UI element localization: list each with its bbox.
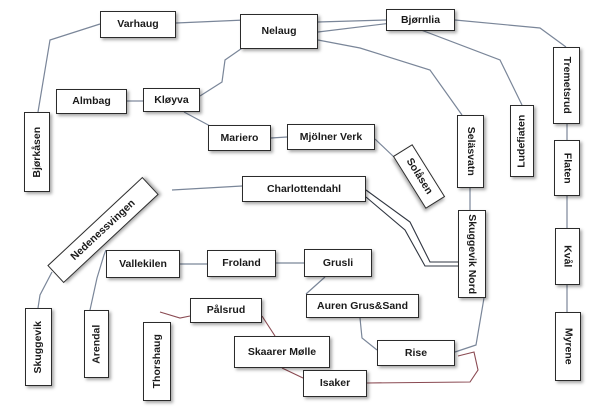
line-mariero-mjolner [270,136,288,139]
line-rise-skuggevik-nord [454,297,485,353]
node-label: Froland [222,257,261,270]
node-label: Kløyva [154,93,189,106]
node-label: Arendal [90,324,103,364]
node-flaten[interactable]: Flaten [554,140,580,196]
line-auren-rise [359,317,378,351]
line-charlottendahl-skuggevik-nord-a [365,189,458,263]
node-kval[interactable]: Kvål [555,228,580,285]
node-label: Seläsvatn [464,126,477,177]
node-myrene[interactable]: Myrene [555,312,581,381]
line-arendal-vallekilen [89,249,107,311]
node-label: Vallekilen [119,257,167,270]
node-label: Bjørkåsen [30,126,43,178]
node-auren-grus-sand[interactable]: Auren Grus&Sand [306,294,419,318]
node-mariero[interactable]: Mariero [208,125,271,151]
node-label: Kvål [561,245,574,268]
node-bjornlia[interactable]: Bjørnlia [386,9,455,31]
line-nelaug-klovya [199,43,249,97]
node-label: Almbag [72,95,111,108]
node-skaarer-molle[interactable]: Skaarer Mølle [234,336,330,368]
node-label: Mariero [220,131,259,144]
line-nelaug-bjornlia [317,19,387,23]
node-label: Skuggevik [32,320,45,374]
node-label: Myrene [562,328,575,365]
node-tremetsrud[interactable]: Tremetsrud [553,47,580,124]
node-label: Isaker [319,377,351,390]
line-isaker-rise-loop [366,351,479,384]
node-vallekilen[interactable]: Vallekilen [106,250,180,278]
node-label: Charlottendahl [266,182,342,195]
node-bjorkasen[interactable]: Bjørkåsen [24,112,50,192]
line-charlottendahl-skuggevik-nord-b [365,196,458,267]
node-label: Pålsrud [206,304,246,317]
line-nedenessvingen-skuggevik [37,271,53,309]
node-ludefiaten[interactable]: Ludefiaten [510,105,534,177]
node-varhaug[interactable]: Varhaug [100,11,176,38]
node-klovya[interactable]: Kløyva [143,88,200,112]
node-charlottendahl[interactable]: Charlottendahl [242,176,366,202]
node-froland[interactable]: Froland [207,250,276,277]
line-varhaug-nelaug [175,19,246,24]
node-skuggevik[interactable]: Skuggevik [25,308,52,386]
node-label: Bjørnlia [400,13,441,26]
line-charlottendahl-nedenessvingen [171,185,243,191]
node-label: Auren Grus&Sand [316,299,408,312]
node-mjolner-verk[interactable]: Mjölner Verk [287,124,375,150]
node-label: Ludefiaten [515,114,528,168]
node-nelaug[interactable]: Nelaug [240,14,318,49]
line-bjornlia-tremetsrud [454,19,567,48]
line-nelaug-ludefiaten [317,21,523,106]
node-label: Varhaug [117,18,159,31]
node-rise[interactable]: Rise [377,340,455,366]
line-skaarer-isaker [281,367,304,379]
line-varhaug-bjorkasen [37,23,101,113]
node-label: Mjölner Verk [299,130,363,143]
node-label: Flaten [561,152,574,184]
node-label: Thorshaug [150,334,163,389]
line-grusli-auren [305,276,326,295]
line-mjolner-solasen [374,138,396,159]
node-isaker[interactable]: Isaker [303,370,367,397]
node-selasvatn[interactable]: Seläsvatn [457,115,484,188]
node-label: Rise [404,346,428,359]
line-nelaug-selasvatn [317,39,463,116]
line-klovya-mariero [183,111,213,128]
node-label: Skuggevik Nord [466,214,479,294]
node-palsrud[interactable]: Pålsrud [190,298,262,323]
node-label: Grusli [322,256,354,269]
node-skuggevik-nord[interactable]: Skuggevik Nord [458,210,486,298]
node-label: Nelaug [261,25,297,38]
node-grusli[interactable]: Grusli [304,249,372,277]
node-label: Skaarer Mølle [247,345,317,358]
line-thorshaug-palsrud [159,311,191,319]
node-label: Tremetsrud [560,56,573,115]
line-palsrud-skaarer [261,315,276,337]
node-thorshaug[interactable]: Thorshaug [143,322,171,401]
node-arendal[interactable]: Arendal [84,310,109,378]
node-almbag[interactable]: Almbag [56,89,127,114]
